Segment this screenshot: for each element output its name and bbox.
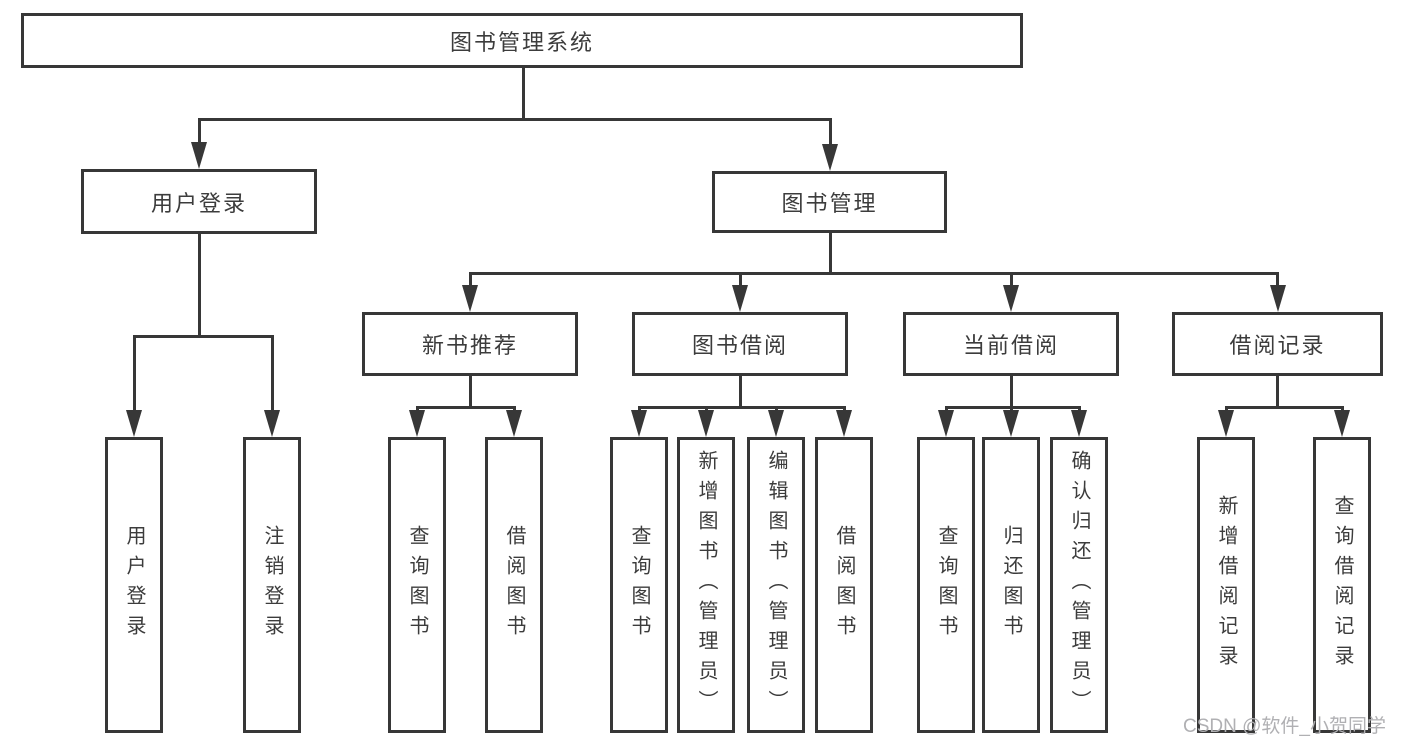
edge-line bbox=[1009, 272, 1013, 287]
leaf-return-books-label: 归还图书 bbox=[1000, 525, 1022, 645]
leaf-query-books-current-label: 查询图书 bbox=[935, 525, 957, 645]
leaf-query-borrow-record: 查询借阅记录 bbox=[1313, 437, 1371, 733]
edge-line bbox=[468, 272, 472, 287]
leaf-borrow-books-borrowing-label: 借阅图书 bbox=[833, 525, 855, 645]
edge-line bbox=[1009, 376, 1013, 406]
csdn-watermark: CSDN @软件_小贺同学 bbox=[1183, 716, 1386, 737]
edge-line bbox=[197, 234, 201, 335]
edge-line bbox=[468, 272, 1279, 275]
node-new-book-recommendation-label: 新书推荐 bbox=[421, 333, 518, 358]
edge-line bbox=[468, 376, 472, 406]
arrow-down-icon bbox=[732, 285, 748, 312]
leaf-user-login: 用户登录 bbox=[105, 437, 163, 733]
edge-line bbox=[132, 335, 136, 412]
edge-line bbox=[415, 406, 516, 409]
arrow-down-icon bbox=[126, 410, 142, 437]
leaf-return-books: 归还图书 bbox=[982, 437, 1040, 733]
leaf-query-books-recommend-label: 查询图书 bbox=[406, 525, 428, 645]
leaf-query-books-recommend: 查询图书 bbox=[388, 437, 446, 733]
node-root-label: 图书管理系统 bbox=[449, 29, 594, 55]
leaf-query-books-borrowing-label: 查询图书 bbox=[628, 525, 650, 645]
arrow-down-icon bbox=[1334, 410, 1350, 437]
leaf-query-books-current: 查询图书 bbox=[917, 437, 975, 733]
node-book-borrowing-label: 图书借阅 bbox=[691, 333, 788, 358]
edge-line bbox=[270, 335, 274, 412]
arrow-down-icon bbox=[462, 285, 478, 312]
leaf-confirm-return-admin-label: 确认归还（管理员） bbox=[1068, 450, 1090, 720]
arrow-down-icon bbox=[698, 410, 714, 437]
node-new-book-recommendation: 新书推荐 bbox=[362, 312, 578, 376]
arrow-down-icon bbox=[836, 410, 852, 437]
edge-line bbox=[1276, 376, 1279, 406]
node-user-login-label: 用户登录 bbox=[150, 190, 247, 216]
edge-line bbox=[197, 118, 832, 121]
node-current-borrowing: 当前借阅 bbox=[903, 312, 1119, 376]
arrow-down-icon bbox=[1003, 410, 1019, 437]
edge-line bbox=[1224, 406, 1344, 409]
leaf-edit-book-admin-label: 编辑图书（管理员） bbox=[765, 450, 787, 720]
edge-line bbox=[1276, 272, 1279, 287]
leaf-logout: 注销登录 bbox=[243, 437, 301, 733]
leaf-confirm-return-admin: 确认归还（管理员） bbox=[1050, 437, 1108, 733]
arrow-down-icon bbox=[631, 410, 647, 437]
leaf-query-borrow-record-label: 查询借阅记录 bbox=[1331, 495, 1353, 675]
leaf-borrow-books-borrowing: 借阅图书 bbox=[815, 437, 873, 733]
node-book-borrowing: 图书借阅 bbox=[632, 312, 848, 376]
arrow-down-icon bbox=[264, 410, 280, 437]
leaf-add-borrow-record-label: 新增借阅记录 bbox=[1215, 495, 1237, 675]
edge-line bbox=[738, 272, 742, 287]
leaf-add-borrow-record: 新增借阅记录 bbox=[1197, 437, 1255, 733]
arrow-down-icon bbox=[1071, 410, 1087, 437]
arrow-down-icon bbox=[409, 410, 425, 437]
arrow-down-icon bbox=[1218, 410, 1234, 437]
leaf-borrow-books-recommend-label: 借阅图书 bbox=[503, 525, 525, 645]
node-current-borrowing-label: 当前借阅 bbox=[962, 333, 1059, 358]
edge-line bbox=[132, 335, 274, 338]
leaf-logout-label: 注销登录 bbox=[261, 525, 283, 645]
edge-line bbox=[738, 376, 742, 406]
leaf-query-books-borrowing: 查询图书 bbox=[610, 437, 668, 733]
arrow-down-icon bbox=[938, 410, 954, 437]
edge-line bbox=[637, 406, 846, 409]
edge-line bbox=[828, 118, 832, 146]
arrow-down-icon bbox=[191, 142, 207, 169]
arrow-down-icon bbox=[1269, 285, 1286, 312]
arrow-down-icon bbox=[768, 410, 784, 437]
node-borrowing-records-label: 借阅记录 bbox=[1229, 333, 1326, 358]
leaf-edit-book-admin: 编辑图书（管理员） bbox=[747, 437, 805, 733]
leaf-user-login-label: 用户登录 bbox=[123, 525, 145, 645]
leaf-add-book-admin: 新增图书（管理员） bbox=[677, 437, 735, 733]
arrow-down-icon bbox=[1003, 285, 1019, 312]
leaf-borrow-books-recommend: 借阅图书 bbox=[485, 437, 543, 733]
node-root: 图书管理系统 bbox=[21, 13, 1023, 68]
arrow-down-icon bbox=[822, 144, 838, 171]
edge-line bbox=[197, 118, 201, 145]
node-book-management-label: 图书管理 bbox=[781, 191, 878, 216]
arrow-down-icon bbox=[506, 410, 522, 437]
edge-line bbox=[521, 68, 525, 118]
node-user-login: 用户登录 bbox=[81, 169, 317, 234]
node-book-management: 图书管理 bbox=[712, 171, 947, 233]
node-borrowing-records: 借阅记录 bbox=[1172, 312, 1383, 376]
edge-line bbox=[828, 233, 832, 272]
leaf-add-book-admin-label: 新增图书（管理员） bbox=[695, 450, 717, 720]
edge-line bbox=[944, 406, 1081, 409]
